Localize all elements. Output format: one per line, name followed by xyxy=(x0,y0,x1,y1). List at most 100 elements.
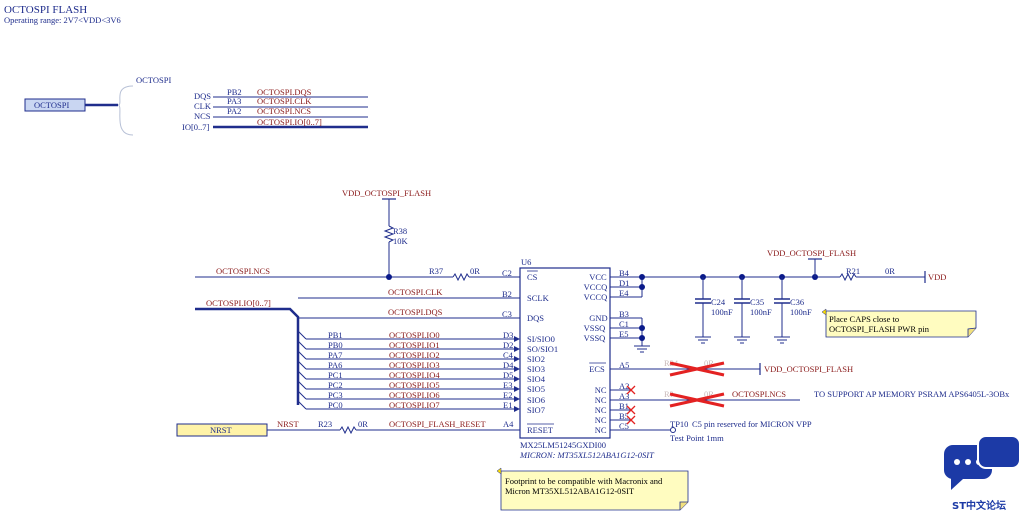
io-net-5: OCTOSPI.IO5 xyxy=(389,380,440,390)
chip-left-pin-0: CS xyxy=(527,272,538,282)
chip-left-pin-11: RESET xyxy=(527,425,554,435)
chip-right-pinnum-4: C1 xyxy=(619,319,629,329)
caps-note: Place CAPS close to OCTOSPI_FLASH PWR pi… xyxy=(821,308,977,338)
chip-alt-part: MICRON: MT35XL512ABA1G12-0SIT xyxy=(519,450,655,460)
r23-ref: R23 xyxy=(318,419,332,429)
r38-value: 10K xyxy=(393,236,409,246)
rq-value: 0R xyxy=(704,389,714,399)
tp10-ref: TP10 xyxy=(670,419,688,429)
nrst-port-label: NRST xyxy=(210,425,233,435)
chip-right-pinnum-6: A5 xyxy=(619,360,629,370)
ncs-net[interactable]: OCTOSPI.NCS R37 0R xyxy=(195,266,520,282)
chip-right-pinnum-5: E5 xyxy=(619,329,628,339)
chip-right-pinnum-3: B3 xyxy=(619,309,629,319)
power-supply-label: VDD_OCTOSPI_FLASH xyxy=(767,248,856,258)
io-pin-0: D3 xyxy=(503,330,513,340)
chip-ground xyxy=(610,317,650,353)
io-port-5: PC2 xyxy=(328,380,343,390)
reset-pin: A4 xyxy=(503,419,514,429)
io-bus-label: OCTOSPI.IO[0..7] xyxy=(206,298,271,308)
chip-right-pinnum-0: B4 xyxy=(619,268,630,278)
io-net-6: OCTOSPI.IO6 xyxy=(389,390,440,400)
footprint-note: Footprint to be compatible with Macronix… xyxy=(496,467,689,511)
io-net-4: OCTOSPI.IO4 xyxy=(389,370,440,380)
r38-ref: R38 xyxy=(393,226,407,236)
chip-left-pin-8: SIO5 xyxy=(527,384,545,394)
chip-right-pin-9: NC xyxy=(595,405,607,415)
harness-pin-ncs: NCS xyxy=(194,111,211,121)
r38-pullup[interactable]: VDD_OCTOSPI_FLASH R38 10K xyxy=(342,188,431,277)
chip-right-pinnum-1: D1 xyxy=(619,278,629,288)
io-pin-4: D5 xyxy=(503,370,513,380)
harness-port-pa2: PA2 xyxy=(227,106,241,116)
tp10-desc: Test Point 1mm xyxy=(670,433,724,443)
harness-net-io: OCTOSPI.IO[0..7] xyxy=(257,117,322,127)
chip-left-pin-3: SI/SIO0 xyxy=(527,334,555,344)
chip-ref: U6 xyxy=(521,257,531,267)
chip-part: MX25LM51245GXDI00 xyxy=(520,440,606,450)
chip-left-pin-5: SIO2 xyxy=(527,354,545,364)
chip-right-pin-10: NC xyxy=(595,415,607,425)
chip-left-pin-2: DQS xyxy=(527,313,544,323)
io-port-4: PC1 xyxy=(328,370,343,380)
harness-pin-io: IO[0..7] xyxy=(182,122,210,132)
harness-signals: DQS CLK NCS IO[0..7] PB2 PA3 PA2 OCTOSPI… xyxy=(182,87,368,132)
chip-right-pin-8: NC xyxy=(595,395,607,405)
chip-right-pin-6: ECS xyxy=(589,364,605,374)
cap-ref-1: C35 xyxy=(750,297,764,307)
io-port-0: PB1 xyxy=(328,330,343,340)
nrst-net-label: NRST xyxy=(277,419,300,429)
r21-value: 0R xyxy=(885,266,895,276)
footprint-note-line1: Footprint to be compatible with Macronix… xyxy=(505,476,663,486)
dnp-r-ncs[interactable]: R? 0R OCTOSPI.NCS xyxy=(610,389,800,408)
forum-logo: ST中文论坛 xyxy=(940,433,1027,516)
chip-right-pin-3: GND xyxy=(589,313,607,323)
io-port-2: PA7 xyxy=(328,350,342,360)
chip-left-pinnum-2: C3 xyxy=(502,309,512,319)
io-net-2: OCTOSPI.IO2 xyxy=(389,350,440,360)
io-line-0: PB1 OCTOSPI.IO0 D3 xyxy=(297,330,520,342)
chip-right-pin-2: VCCQ xyxy=(584,292,608,302)
power-network[interactable]: VDD_OCTOSPI_FLASH R21 0R VDD C24100nFC35… xyxy=(610,248,946,344)
chip-right-pin-7: NC xyxy=(595,385,607,395)
chip-left-pin-9: SIO6 xyxy=(527,395,545,405)
harness-net-dqs: OCTOSPI.DQS xyxy=(257,87,312,97)
watermark-text: ST中文论坛 xyxy=(952,499,1006,512)
chip-u6[interactable]: U6 CSC2SCLKB2DQSC3SI/SIO0SO/SIO1SIO2SIO3… xyxy=(502,257,655,460)
io-pin-2: C4 xyxy=(503,350,514,360)
caps-note-line2: OCTOSPI_FLASH PWR pin xyxy=(829,324,930,334)
r24-value: 0R xyxy=(704,358,714,368)
chip-left-pin-1: SCLK xyxy=(527,293,550,303)
test-point-tp10[interactable]: TP10 C5 pin reserved for MICRON VPP Test… xyxy=(610,419,812,443)
chip-left-pin-10: SIO7 xyxy=(527,405,545,415)
chip-right-pinnum-9: B1 xyxy=(619,401,629,411)
io-pin-3: D4 xyxy=(503,360,514,370)
chip-right-pin-11: NC xyxy=(595,425,607,435)
rq-net-label: OCTOSPI.NCS xyxy=(732,389,786,399)
chip-left-pin-6: SIO3 xyxy=(527,364,545,374)
reset-net[interactable]: NRST NRST R23 0R OCTOSPI_FLASH_RESET A4 xyxy=(176,419,520,437)
octospi-port-label: OCTOSPI xyxy=(34,100,69,110)
r24-net-label: VDD_OCTOSPI_FLASH xyxy=(764,364,853,374)
page-subtitle: Operating range: 2V7<VDD<3V6 xyxy=(4,15,121,25)
chip-left-pinnum-1: B2 xyxy=(502,289,512,299)
chip-left-pin-4: SO/SIO1 xyxy=(527,344,558,354)
harness-port-pa3: PA3 xyxy=(227,96,241,106)
harness-net-ncs: OCTOSPI.NCS xyxy=(257,106,311,116)
dnp-r24[interactable]: R24 0R VDD_OCTOSPI_FLASH xyxy=(610,358,853,377)
pullup-supply-label: VDD_OCTOSPI_FLASH xyxy=(342,188,431,198)
io-port-3: PA6 xyxy=(328,360,342,370)
io-port-6: PC3 xyxy=(328,390,343,400)
chip-right-pinnum-7: A2 xyxy=(619,381,629,391)
io-net-0: OCTOSPI.IO0 xyxy=(389,330,440,340)
harness-brace xyxy=(117,85,134,136)
cap-value-1: 100nF xyxy=(750,307,772,317)
io-net-1: OCTOSPI.IO1 xyxy=(389,340,440,350)
